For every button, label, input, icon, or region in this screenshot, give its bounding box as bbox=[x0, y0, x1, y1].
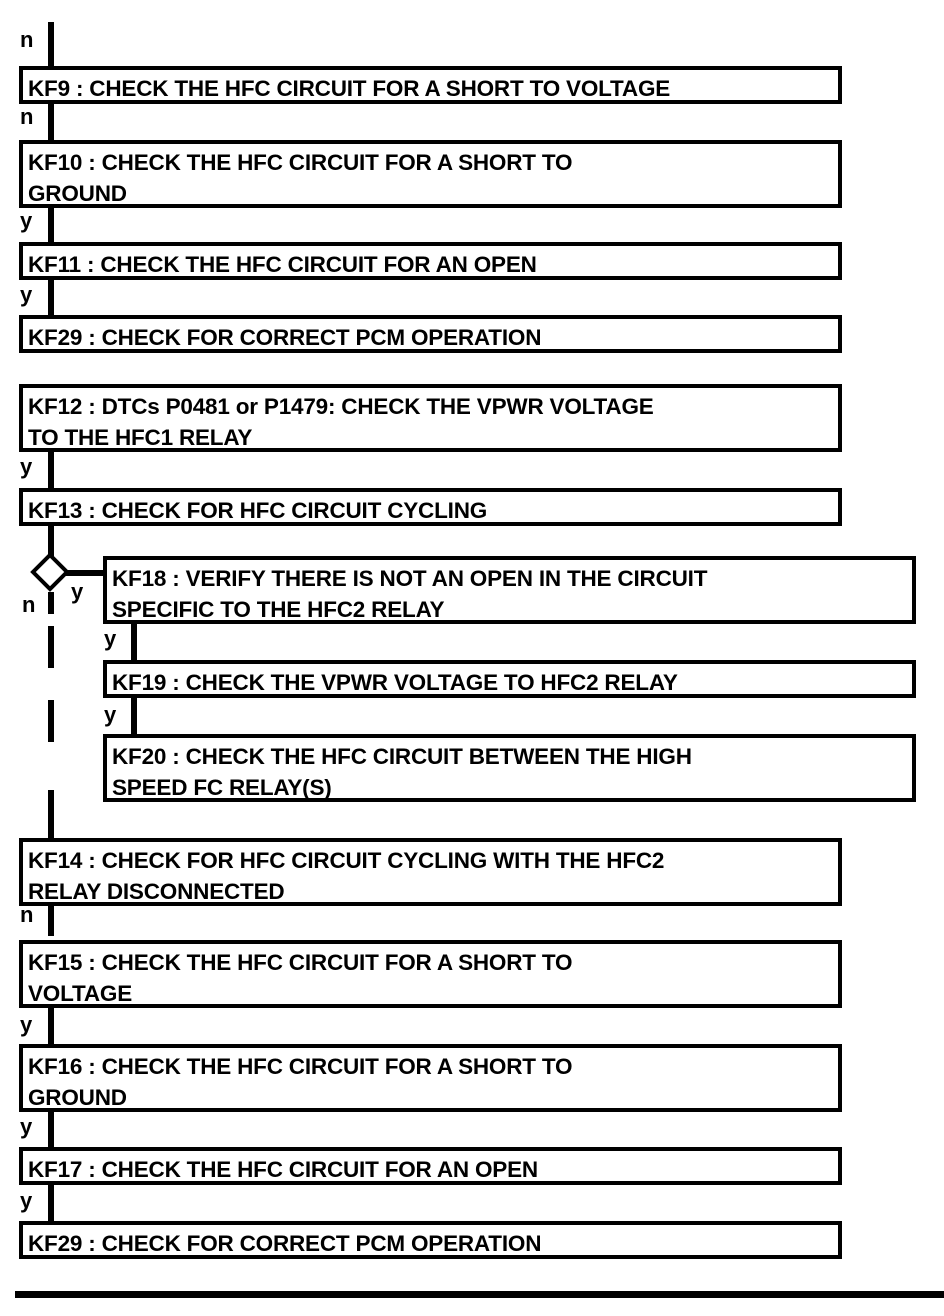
connector-kf17-kf29b bbox=[48, 1184, 54, 1221]
flow-node-kf17[interactable]: KF17 : CHECK THE HFC CIRCUIT FOR AN OPEN bbox=[19, 1147, 842, 1185]
connector-kf15-kf16 bbox=[48, 1008, 54, 1046]
branch-label-kf10-out: y bbox=[20, 208, 33, 233]
branch-label-decision-n: n bbox=[22, 592, 36, 617]
branch-label-kf18-out: y bbox=[104, 626, 117, 651]
branch-label-kf9-out: n bbox=[20, 104, 34, 129]
flow-node-kf15[interactable]: KF15 : CHECK THE HFC CIRCUIT FOR A SHORT… bbox=[19, 940, 842, 1008]
flow-node-kf16[interactable]: KF16 : CHECK THE HFC CIRCUIT FOR A SHORT… bbox=[19, 1044, 842, 1112]
connector-kf16-kf17 bbox=[48, 1110, 54, 1147]
connector-decision-n-seg4 bbox=[48, 790, 54, 840]
flow-node-kf29-lower[interactable]: KF29 : CHECK FOR CORRECT PCM OPERATION bbox=[19, 1221, 842, 1259]
connector-kf14-kf15 bbox=[48, 898, 54, 936]
branch-label-kf14-out: n bbox=[20, 902, 34, 927]
connector-kf12-kf13 bbox=[48, 450, 54, 488]
connector-kf9-kf10 bbox=[48, 100, 54, 140]
connector-decision-n-seg3 bbox=[48, 700, 54, 742]
branch-label-kf15-out: y bbox=[20, 1012, 33, 1037]
flow-node-kf19[interactable]: KF19 : CHECK THE VPWR VOLTAGE TO HFC2 RE… bbox=[103, 660, 916, 698]
connector-kf10-kf11 bbox=[48, 204, 54, 242]
flow-node-kf13[interactable]: KF13 : CHECK FOR HFC CIRCUIT CYCLING bbox=[19, 488, 842, 526]
connector-decision-to-kf18 bbox=[62, 570, 108, 576]
decision-diamond bbox=[30, 552, 70, 597]
connector-kf11-kf29a bbox=[48, 278, 54, 315]
connector-kf13-decision bbox=[48, 524, 54, 558]
flow-node-kf14[interactable]: KF14 : CHECK FOR HFC CIRCUIT CYCLING WIT… bbox=[19, 838, 842, 906]
branch-label-kf17-out: y bbox=[20, 1188, 33, 1213]
branch-label-kf16-out: y bbox=[20, 1114, 33, 1139]
flow-node-kf10[interactable]: KF10 : CHECK THE HFC CIRCUIT FOR A SHORT… bbox=[19, 140, 842, 208]
connector-kf19-kf20 bbox=[131, 698, 137, 735]
flow-node-kf18[interactable]: KF18 : VERIFY THERE IS NOT AN OPEN IN TH… bbox=[103, 556, 916, 624]
connector-kf18-kf19 bbox=[131, 622, 137, 660]
branch-label-top-in: n bbox=[20, 27, 34, 52]
connector-top-in bbox=[48, 22, 54, 66]
branch-label-kf12-out: y bbox=[20, 454, 33, 479]
bottom-separator-rule bbox=[15, 1291, 944, 1298]
connector-decision-n-seg1 bbox=[48, 592, 54, 614]
branch-label-kf19-out: y bbox=[104, 702, 117, 727]
branch-label-kf11-out: y bbox=[20, 282, 33, 307]
flow-node-kf11[interactable]: KF11 : CHECK THE HFC CIRCUIT FOR AN OPEN bbox=[19, 242, 842, 280]
flow-node-kf29-upper[interactable]: KF29 : CHECK FOR CORRECT PCM OPERATION bbox=[19, 315, 842, 353]
branch-label-decision-y: y bbox=[71, 579, 84, 604]
flow-node-kf20[interactable]: KF20 : CHECK THE HFC CIRCUIT BETWEEN THE… bbox=[103, 734, 916, 802]
flow-node-kf9[interactable]: KF9 : CHECK THE HFC CIRCUIT FOR A SHORT … bbox=[19, 66, 842, 104]
flow-node-kf12[interactable]: KF12 : DTCs P0481 or P1479: CHECK THE VP… bbox=[19, 384, 842, 452]
connector-decision-n-seg2 bbox=[48, 626, 54, 668]
